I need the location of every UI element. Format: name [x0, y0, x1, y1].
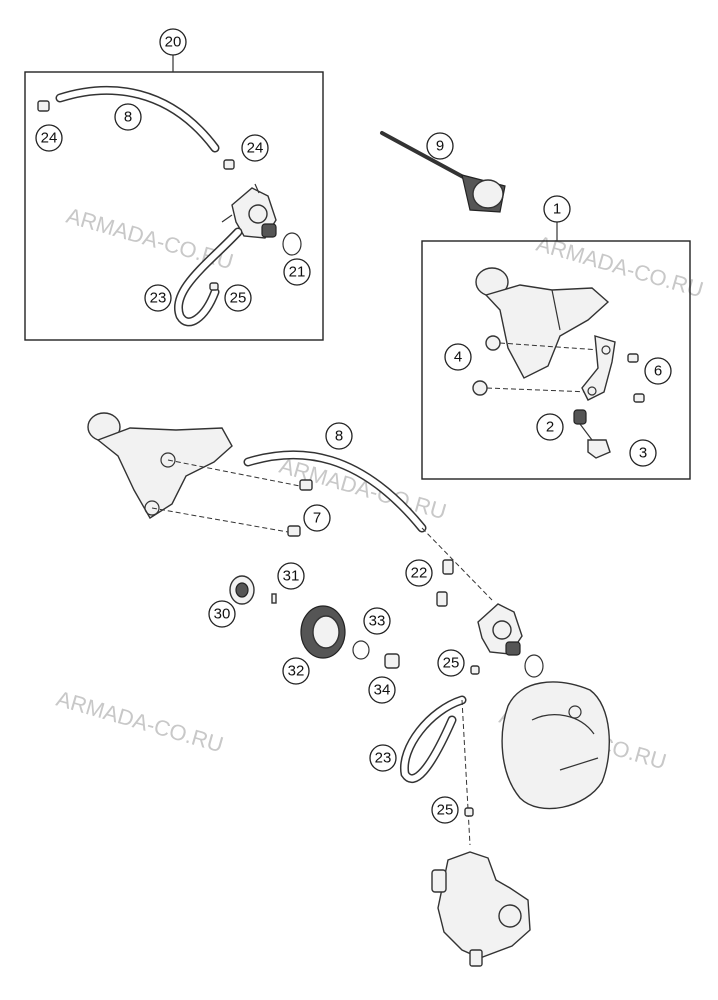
- svg-text:7: 7: [313, 510, 321, 527]
- callout-23-main: 23: [369, 744, 397, 772]
- svg-text:21: 21: [289, 264, 306, 281]
- nut-34: [384, 653, 400, 669]
- o-ring-33: [352, 640, 370, 660]
- main-axis-3: [421, 527, 493, 601]
- box1-nut-4b: [472, 380, 488, 396]
- callout-25-main-lower: 25: [431, 796, 459, 824]
- callout-9: 9: [426, 132, 454, 160]
- callout-23-box20: 23: [144, 284, 172, 312]
- main-hose-23: [399, 695, 467, 784]
- main-o-ring: [524, 654, 544, 678]
- svg-text:30: 30: [214, 606, 231, 623]
- screw-22a: [442, 559, 454, 575]
- box1-bracket-2: [581, 335, 616, 401]
- svg-text:34: 34: [374, 682, 391, 699]
- callout-34: 34: [368, 676, 396, 704]
- carburetor: [431, 851, 531, 967]
- svg-text:20: 20: [165, 34, 182, 51]
- main-bolt-7b: [287, 525, 301, 537]
- callout-24-box20-left: 24: [35, 124, 63, 152]
- box20-pump-body: [221, 183, 277, 239]
- bushing-30: [229, 575, 255, 605]
- box20-hose-8: [55, 85, 220, 153]
- callout-33: 33: [363, 607, 391, 635]
- box1-oil-tank: [475, 267, 610, 379]
- box20-clamp-24a: [37, 100, 50, 112]
- callout-8-box20: 8: [114, 103, 142, 131]
- callout-32: 32: [282, 657, 310, 685]
- svg-text:25: 25: [443, 655, 460, 672]
- callout-6: 6: [644, 357, 672, 385]
- main-pump-body: [477, 603, 523, 656]
- svg-text:31: 31: [283, 568, 300, 585]
- box20-o-ring-21: [282, 232, 302, 256]
- clamp-25b: [464, 807, 474, 817]
- oil-cap-dipstick-9: [380, 131, 506, 213]
- callout-22: 22: [405, 559, 433, 587]
- svg-text:4: 4: [454, 349, 462, 366]
- kit-box-20: [24, 71, 324, 341]
- box1-axis-2: [486, 387, 591, 393]
- svg-text:8: 8: [335, 428, 343, 445]
- svg-text:24: 24: [41, 130, 58, 147]
- main-bolt-7a: [299, 479, 313, 491]
- box1-elbow-fitting-3: [573, 409, 611, 459]
- callout-1: 1: [543, 195, 571, 223]
- svg-text:33: 33: [369, 613, 386, 630]
- svg-text:9: 9: [436, 138, 444, 155]
- callout-3: 3: [629, 439, 657, 467]
- callout-2: 2: [536, 413, 564, 441]
- box20-clamp-24b: [223, 159, 235, 170]
- engine-cover: [501, 681, 610, 810]
- svg-text:1: 1: [553, 201, 561, 218]
- clamp-25a: [470, 665, 480, 675]
- box1-bolt-6b: [633, 393, 645, 403]
- main-axis-1: [167, 459, 301, 487]
- callout-24-box20-right: 24: [241, 134, 269, 162]
- callout-7: 7: [303, 504, 331, 532]
- svg-text:6: 6: [654, 363, 662, 380]
- callout-31: 31: [277, 562, 305, 590]
- main-axis-2: [151, 507, 289, 533]
- svg-text:23: 23: [375, 750, 392, 767]
- box1-bolt-6a: [627, 353, 639, 363]
- box1-axis-1: [499, 342, 601, 351]
- callout-21: 21: [283, 258, 311, 286]
- callout-20: 20: [159, 28, 187, 56]
- callout-8-main: 8: [325, 422, 353, 450]
- svg-text:2: 2: [546, 419, 554, 436]
- main-axis-4: [461, 699, 471, 846]
- kit-box-1: [421, 240, 691, 480]
- box20-clamp-25: [209, 282, 219, 291]
- callout-30: 30: [208, 600, 236, 628]
- svg-text:23: 23: [150, 290, 167, 307]
- pump-gear-32: [300, 605, 346, 659]
- svg-text:8: 8: [124, 109, 132, 126]
- svg-text:24: 24: [247, 140, 264, 157]
- watermark-4: ARMADA-CO.RU: [54, 686, 227, 758]
- svg-text:25: 25: [437, 802, 454, 819]
- svg-text:32: 32: [288, 663, 305, 680]
- callout-25-box20: 25: [224, 284, 252, 312]
- svg-text:25: 25: [230, 290, 247, 307]
- box1-nut-4a: [485, 335, 501, 351]
- box20-hose-23: [173, 227, 243, 327]
- callout-25-main-upper: 25: [437, 649, 465, 677]
- callout-4: 4: [444, 343, 472, 371]
- screw-22b: [436, 591, 448, 607]
- main-hose-8: [243, 450, 427, 533]
- svg-text:22: 22: [411, 565, 428, 582]
- svg-text:3: 3: [639, 445, 647, 462]
- main-oil-tank: [87, 412, 233, 519]
- pin-31: [271, 593, 277, 604]
